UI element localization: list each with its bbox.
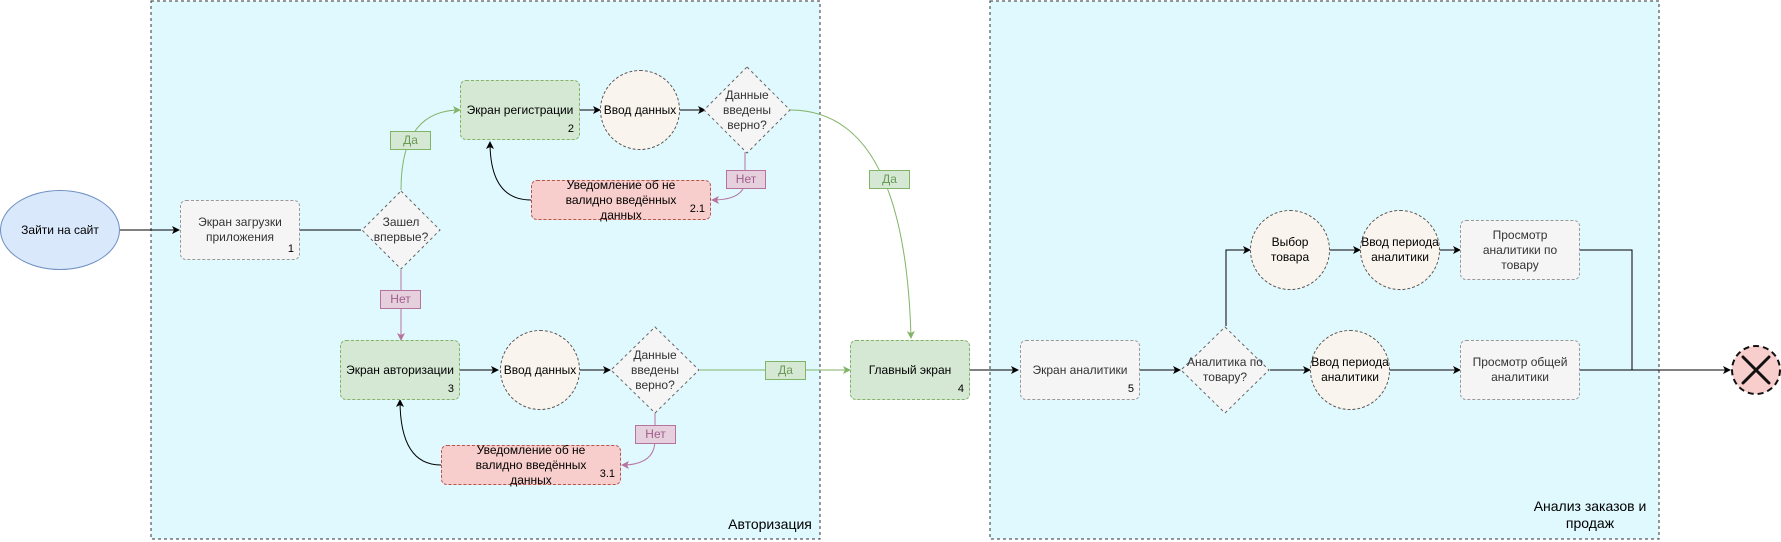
auth-input-node: Ввод данных	[500, 330, 580, 410]
auth-check-label: Данные введены верно?	[631, 347, 679, 392]
auth-error-node: Уведомление об не валидно введённых данн…	[441, 442, 621, 487]
view-total-node: Просмотр общей аналитики	[1460, 340, 1580, 400]
edge-label-no-auth-error: Нет	[635, 425, 676, 444]
loading-screen-number: 1	[287, 243, 294, 255]
edge-auth-error-authorization	[396, 399, 442, 466]
reg-check-label: Данные введены верно?	[723, 87, 771, 132]
auth-error-label: Уведомление об не валидно введённых данн…	[475, 442, 587, 487]
analytics-screen-number: 5	[1127, 383, 1134, 395]
edge-reg-check-main	[789, 109, 915, 339]
reg-input-node: Ввод данных	[600, 70, 680, 150]
by-product-decision: Аналитика по товару?	[1180, 326, 1270, 414]
analysis-container-title: Анализ заказов и продаж	[1533, 498, 1647, 531]
main-screen-number: 4	[957, 383, 964, 395]
start-label: Зайти на сайт	[21, 222, 99, 237]
main-screen-label: Главный экран	[868, 362, 952, 377]
auth-container-title: Авторизация	[728, 516, 812, 532]
auth-input-label: Ввод данных	[503, 362, 577, 377]
view-total-label: Просмотр общей аналитики	[1472, 355, 1568, 384]
authorization-screen-number: 3	[447, 383, 454, 395]
reg-error-label: Уведомление об не валидно введённых данн…	[565, 177, 677, 222]
loading-screen-node: Экран загрузки приложения 1	[180, 200, 300, 260]
choose-product-label: Выбор товара	[1270, 235, 1310, 264]
view-product-node: Просмотр аналитики по товару	[1460, 220, 1580, 280]
start-node: Зайти на сайт	[0, 190, 120, 270]
view-product-label: Просмотр аналитики по товару	[1482, 227, 1558, 272]
authorization-screen-label: Экран авторизации	[346, 362, 454, 377]
by-product-label: Аналитика по товару?	[1187, 355, 1263, 384]
authorization-screen-node: Экран авторизации 3	[340, 340, 460, 400]
auth-error-number: 3.1	[599, 468, 615, 480]
edge-reg-error-registration	[486, 141, 532, 201]
edge-by-product-choose	[1225, 246, 1251, 326]
first-visit-label: Зашел впервые?	[373, 215, 429, 244]
reg-error-number: 2.1	[689, 203, 705, 215]
reg-error-node: Уведомление об не валидно введённых данн…	[531, 177, 711, 222]
edge-label-yes-main-from-auth: Да	[765, 361, 806, 380]
edge-first-visit-registration	[400, 106, 461, 191]
analytics-screen-node: Экран аналитики 5	[1020, 340, 1140, 400]
analytics-screen-label: Экран аналитики	[1032, 362, 1128, 377]
registration-screen-node: Экран регистрации 2	[460, 80, 580, 140]
end-node	[1731, 345, 1781, 395]
choose-product-node: Выбор товара	[1250, 210, 1330, 290]
period-total-node: Ввод периода аналитики	[1310, 330, 1390, 410]
first-visit-decision: Зашел впервые?	[361, 190, 441, 270]
main-screen-node: Главный экран 4	[850, 340, 970, 400]
edge-label-no-reg-error: Нет	[726, 170, 766, 189]
auth-check-decision: Данные введены верно?	[610, 326, 700, 414]
close-icon	[1741, 355, 1771, 385]
period-product-label: Ввод периода аналитики	[1361, 235, 1439, 264]
edge-view-product-end	[1580, 249, 1633, 370]
edge-label-yes-main-from-reg: Да	[869, 170, 910, 189]
registration-screen-label: Экран регистрации	[466, 102, 574, 117]
reg-input-label: Ввод данных	[603, 102, 677, 117]
registration-screen-number: 2	[567, 123, 574, 135]
edge-label-yes-registration: Да	[390, 131, 431, 150]
loading-screen-label: Экран загрузки приложения	[198, 215, 282, 244]
edge-label-no-authorization: Нет	[380, 290, 421, 309]
period-total-label: Ввод периода аналитики	[1311, 355, 1389, 384]
period-product-node: Ввод периода аналитики	[1360, 210, 1440, 290]
reg-check-decision: Данные введены верно?	[703, 66, 791, 154]
